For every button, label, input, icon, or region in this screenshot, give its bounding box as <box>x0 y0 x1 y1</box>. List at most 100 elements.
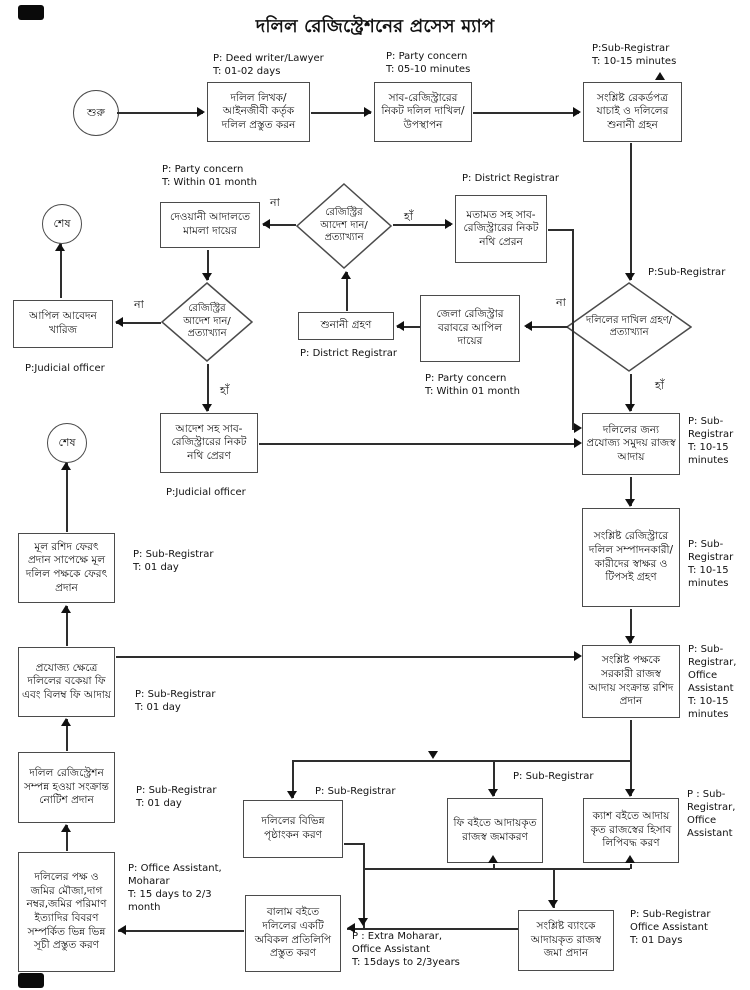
connector <box>207 364 209 411</box>
connector <box>630 609 632 643</box>
note-collect-due-fees: P: Sub-Registrar T: 01 day <box>135 689 216 713</box>
connector <box>363 843 365 929</box>
arrowhead <box>574 438 582 448</box>
edge-label-yes: হাঁ <box>655 379 664 392</box>
note-revenue-receipt: P: Sub- Registrar, Office Assistant T: 1… <box>688 644 737 720</box>
note-filing-decision: P:Sub-Registrar <box>648 267 726 278</box>
arrowhead <box>287 791 297 799</box>
end-terminator-2: শেষ <box>47 423 87 463</box>
arrowhead <box>574 651 582 661</box>
connector <box>493 864 495 869</box>
step-send-file-with-order: আদেশ সহ সাব- রেজিস্ট্রারের নিকট নথি প্রে… <box>160 413 258 473</box>
note-submit-deed: P: Party concern T: 05-10 minutes <box>386 51 471 75</box>
arrowhead <box>445 219 453 229</box>
arrowhead <box>488 789 498 797</box>
connector <box>292 760 294 798</box>
arrowhead <box>347 923 355 933</box>
diamond-shape <box>161 282 253 362</box>
scan-mark-bottom-left <box>18 973 44 988</box>
arrowhead <box>358 918 368 926</box>
step-endorsements: দলিলের বিভিন্ন পৃষ্ঠাংকন করণ <box>243 800 343 858</box>
connector <box>493 760 495 796</box>
end-terminator-1: শেষ <box>42 204 82 244</box>
edge-label-no: না <box>270 196 280 209</box>
step-hearing: শুনানী গ্রহণ <box>298 312 394 340</box>
connector <box>630 760 632 796</box>
note-cash-book: P : Sub- Registrar, Office Assistant <box>687 789 736 839</box>
arrowhead <box>548 900 558 908</box>
connector <box>572 229 574 429</box>
arrowhead <box>61 718 71 726</box>
note-collect-revenue: P: Sub- Registrar T: 10-15 minutes <box>688 416 734 466</box>
arrowhead <box>655 72 665 80</box>
note-completion-notice: P: Sub-Registrar T: 01 day <box>136 785 217 809</box>
arrowhead <box>625 636 635 644</box>
connector <box>66 825 68 851</box>
edge-label-yes: হাঁ <box>220 384 229 397</box>
step-bank-deposit: সংশ্লিষ্ট ব্যাংকে আদায়কৃত রাজস্ব জমা প্… <box>518 910 614 971</box>
decision-order-2-label: রেজিস্ট্রির আদেশ দান/ প্রত্যাখ্যান <box>183 303 231 340</box>
arrowhead <box>625 499 635 507</box>
step-send-file-with-opinion: মতামত সহ সাব- রেজিস্ট্রারের নিকট নথি প্র… <box>455 195 547 263</box>
step-collect-revenue: দলিলের জন্য প্রযোজ্য সমুদয় রাজস্ব আদায় <box>582 413 680 475</box>
edge-label-yes: হাঁ <box>404 210 413 223</box>
arrowhead <box>115 317 123 327</box>
step-revenue-receipt: সংশ্লিষ্ট পক্ষকে সরকারী রাজস্ব আদায় সংক… <box>582 645 680 718</box>
note-balam-book: P : Extra Moharar, Office Assistant T: 1… <box>352 931 460 968</box>
decision-filing-label: দলিলের দাখিল গ্রহণ/প্রত্যাখ্যান <box>585 314 673 339</box>
arrowhead <box>61 824 71 832</box>
decision-filing-accept-reject: দলিলের দাখিল গ্রহণ/প্রত্যাখ্যান <box>566 282 692 372</box>
connector <box>397 326 420 328</box>
arrowhead <box>625 404 635 412</box>
start-terminator: শুরু <box>73 90 119 136</box>
connector <box>263 224 296 226</box>
diamond-shape <box>296 183 392 269</box>
note-signatures: P: Sub- Registrar T: 10-15 minutes <box>688 539 734 589</box>
connector <box>66 719 68 751</box>
arrowhead <box>396 321 404 331</box>
step-return-original-deed: মূল রশিদ ফেরৎ প্রদান সাপেক্ষে মূল দলিল প… <box>18 533 115 603</box>
note-civil-court: P: Party concern T: Within 01 month <box>162 164 257 188</box>
arrowhead <box>625 789 635 797</box>
arrowhead <box>118 925 126 935</box>
arrowhead <box>625 855 635 863</box>
connector <box>207 250 209 280</box>
page-title: দলিল রেজিস্ট্রেশনের প্রসেস ম্যাপ <box>255 16 495 37</box>
note-bank-deposit: P: Sub-Registrar Office Assistant T: 01 … <box>630 909 711 946</box>
connector <box>116 656 574 658</box>
diamond-shape <box>566 282 692 372</box>
note-endorsements: P: Sub-Registrar <box>315 786 396 797</box>
step-balam-book-copy: বালাম বইতে দলিলের একটি অবিকল প্রতিলিপি প… <box>245 895 341 972</box>
edge-label-no: না <box>556 296 566 309</box>
step-signatures-thumbprints: সংশ্লিষ্ট রেজিস্ট্রারে দলিল সম্পাদনকারী/… <box>582 508 680 607</box>
decision-registry-order-2: রেজিস্ট্রির আদেশ দান/ প্রত্যাখ্যান <box>161 282 253 362</box>
note-hearing: P: District Registrar <box>300 348 397 359</box>
step-civil-court-case: দেওয়ানী আদালতে মামলা দায়ের <box>160 202 260 248</box>
step-fee-book-entry: ফি বইতে আদায়কৃত রাজস্ব জমাকরণ <box>447 798 543 863</box>
note-appeal-dismissed: P:Judicial officer <box>25 363 105 374</box>
decision-registry-order-1: রেজিস্ট্রির আদেশ দান/ প্রত্যাখ্যান <box>296 183 392 269</box>
connector <box>473 112 579 114</box>
arrowhead <box>61 462 71 470</box>
connector <box>526 326 568 328</box>
note-prepare-deed: P: Deed writer/Lawyer T: 01-02 days <box>213 53 324 77</box>
arrowhead <box>197 107 205 117</box>
connector <box>344 843 364 845</box>
note-verify-records: P:Sub-Registrar T: 10-15 minutes <box>592 43 677 67</box>
note-district-appeal: P: Party concern T: Within 01 month <box>425 373 520 397</box>
connector <box>363 868 630 870</box>
note-fee-book: P: Sub-Registrar <box>513 771 594 782</box>
connector <box>347 928 518 930</box>
step-district-appeal: জেলা রেজিস্ট্রার বরাবরে আপিল দায়ের <box>420 295 520 362</box>
arrowhead <box>61 605 71 613</box>
connector <box>116 322 161 324</box>
step-submit-deed: সাব-রেজিস্ট্রারের নিকট দলিল দাখিল/উপস্থা… <box>374 82 472 142</box>
connector <box>259 443 574 445</box>
arrowhead <box>574 423 582 433</box>
step-verify-records: সংশ্লিষ্ট রেকর্ডপত্র যাচাই ও দলিলের শুনা… <box>583 82 682 142</box>
step-appeal-dismissed: আপিল আবেদন খারিজ <box>13 300 113 348</box>
connector <box>630 477 632 506</box>
connector <box>66 463 68 532</box>
step-prepare-deed: দলিল লিখক/ আইনজীবী কর্তৃক দলিল প্রস্তুত … <box>207 82 310 142</box>
